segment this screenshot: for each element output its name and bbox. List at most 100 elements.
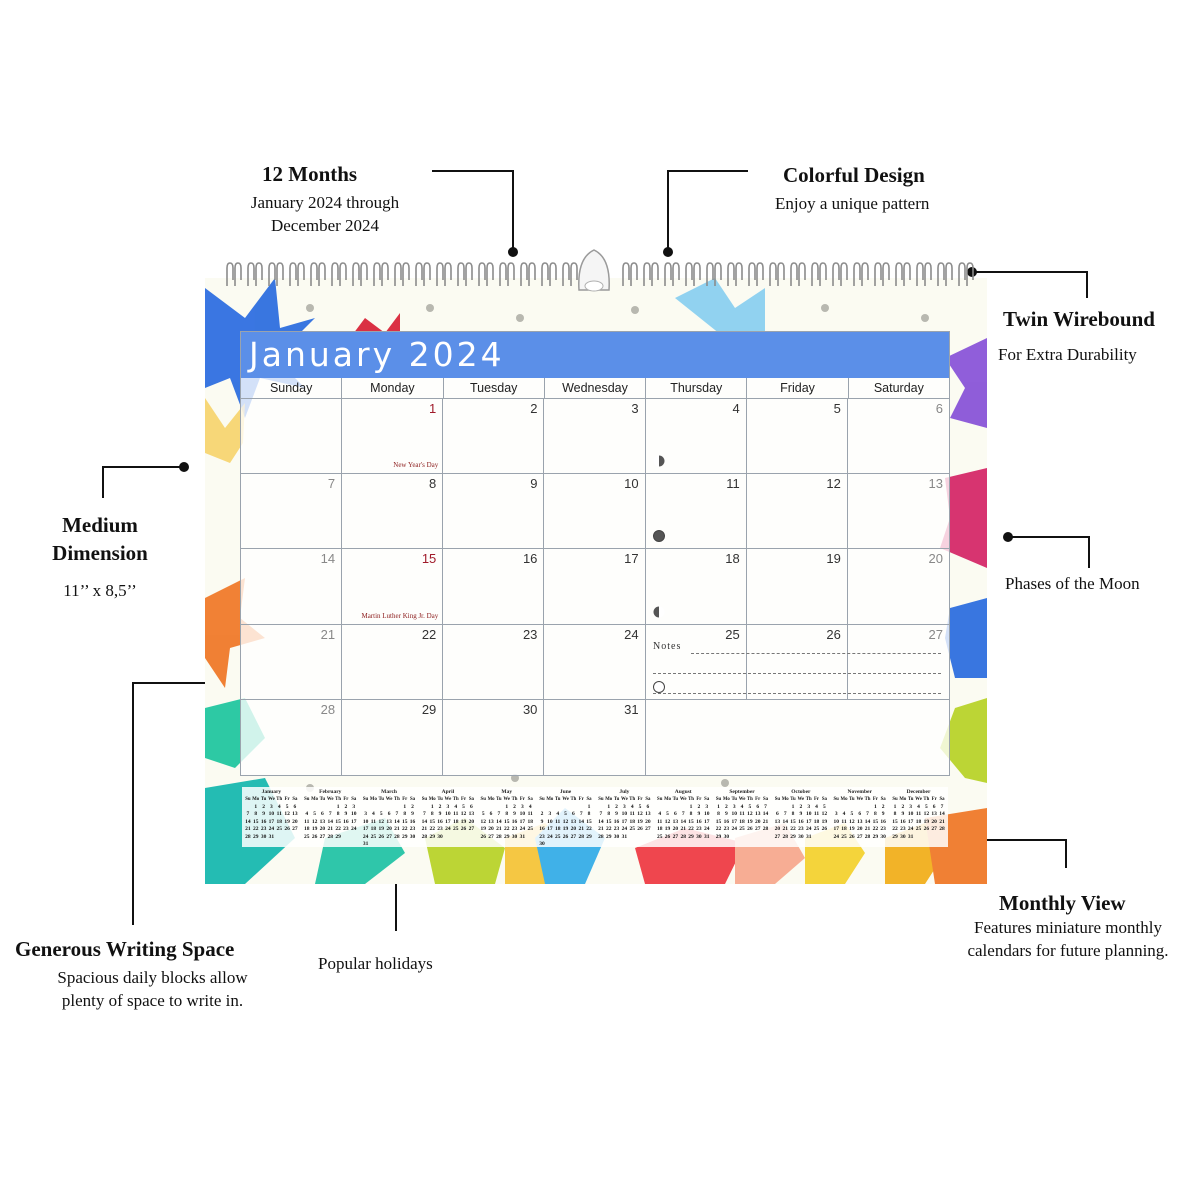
day-cell[interactable]: 3 (544, 399, 646, 475)
day-cell[interactable]: 27 (847, 625, 949, 700)
mini-day: 19 (562, 826, 569, 832)
mini-day (644, 834, 652, 842)
mini-day: 14 (782, 818, 788, 825)
mini-day: 6 (858, 811, 862, 817)
mini-day: 19 (849, 826, 855, 832)
day-number: 14 (320, 551, 336, 567)
day-number: 12 (826, 476, 841, 492)
mini-weekday: Fr (461, 797, 467, 802)
day-cell[interactable]: 11 (645, 474, 747, 550)
mini-calendar-month-name: July (619, 789, 630, 795)
mini-day: 10 (621, 811, 628, 817)
mini-day: 31 (907, 833, 914, 840)
mini-day: 17 (547, 826, 553, 832)
mini-day: 6 (387, 811, 391, 817)
day-cell[interactable]: 23 (443, 624, 545, 700)
day-number: 22 (421, 626, 437, 642)
mini-day: 13 (754, 811, 761, 817)
mini-day (746, 834, 754, 842)
mini-day: 12 (284, 811, 290, 817)
mini-day (569, 841, 577, 849)
mini-day: 1 (505, 803, 509, 810)
day-cell[interactable]: 24 (544, 624, 646, 700)
day-cell[interactable]: 21 (241, 624, 343, 700)
mini-day: 19 (821, 818, 828, 825)
mini-day (526, 834, 534, 842)
day-cell[interactable]: 19 (746, 549, 848, 625)
mini-day: 4 (454, 803, 458, 810)
mini-day: 30 (723, 833, 730, 840)
mini-calendar-month-name: February (319, 789, 342, 795)
day-cell[interactable]: 13 (847, 474, 949, 550)
mini-day: 1 (607, 803, 611, 810)
mini-day: 27 (754, 826, 761, 832)
day-cell[interactable] (241, 399, 343, 475)
mini-day (915, 834, 923, 842)
mini-day: 28 (421, 833, 428, 840)
day-cell[interactable]: 7 (241, 474, 343, 550)
day-cell[interactable]: 6 (847, 399, 949, 475)
mini-day: 7 (940, 803, 944, 810)
day-cell[interactable]: 28 (241, 699, 343, 775)
mini-day: 3 (352, 803, 356, 810)
mini-day: 23 (880, 826, 886, 832)
day-cell[interactable]: 9 (443, 474, 545, 550)
day-number: 10 (624, 476, 639, 492)
mini-day: 11 (555, 818, 561, 825)
mini-day: 11 (629, 811, 635, 817)
day-cell[interactable]: 4 (645, 399, 747, 475)
day-cell[interactable]: 20 (847, 549, 949, 625)
mini-day: 26 (378, 833, 384, 840)
annotation-colorful-design-title: Colorful Design (783, 163, 925, 187)
day-number: 31 (624, 701, 639, 717)
day-number: 4 (732, 401, 740, 416)
mini-day (832, 804, 840, 812)
day-cell[interactable]: 18 (645, 549, 747, 625)
mini-day (326, 804, 334, 812)
day-cell[interactable]: 10 (544, 474, 646, 550)
day-cell[interactable]: 2 (443, 399, 545, 475)
mini-weekday: Su (539, 797, 545, 802)
mini-day: 12 (923, 811, 930, 817)
mini-day: 6 (932, 803, 936, 810)
mini-weekday: Tu (260, 797, 267, 802)
day-cell[interactable]: 16 (443, 549, 545, 625)
mini-weekday: Tu (437, 797, 443, 802)
day-cell[interactable]: 5 (746, 399, 848, 475)
mini-day: 21 (939, 818, 945, 825)
mini-day (562, 841, 570, 849)
mini-weekday: We (503, 797, 511, 802)
mini-weekday: Sa (351, 797, 357, 802)
mini-day: 13 (856, 818, 863, 825)
day-cell[interactable]: 26 (746, 624, 848, 700)
day-cell[interactable]: 22 (342, 624, 444, 700)
day-cell[interactable]: 29 (342, 699, 444, 775)
mini-day: 8 (893, 811, 897, 817)
day-cell[interactable]: 30 (443, 699, 545, 775)
day-cell[interactable]: 25 (645, 624, 747, 700)
day-cell[interactable]: 8 (342, 474, 444, 550)
annotation-monthly-view-title: Monthly View (999, 891, 1126, 915)
mini-day: 28 (762, 826, 769, 832)
mini-day: 9 (411, 811, 414, 817)
mini-day: 8 (505, 811, 509, 817)
day-cell[interactable]: 17 (544, 549, 646, 625)
mini-day (656, 804, 664, 812)
day-cell[interactable]: 12 (746, 474, 848, 550)
mini-day: 26 (562, 833, 569, 840)
mini-day: 2 (438, 803, 442, 810)
day-number: 23 (522, 626, 538, 642)
day-cell[interactable]: 31 (544, 699, 646, 775)
day-cell[interactable]: 14 (241, 549, 343, 625)
mini-day (452, 834, 460, 842)
mini-weekday: Su (480, 797, 486, 802)
